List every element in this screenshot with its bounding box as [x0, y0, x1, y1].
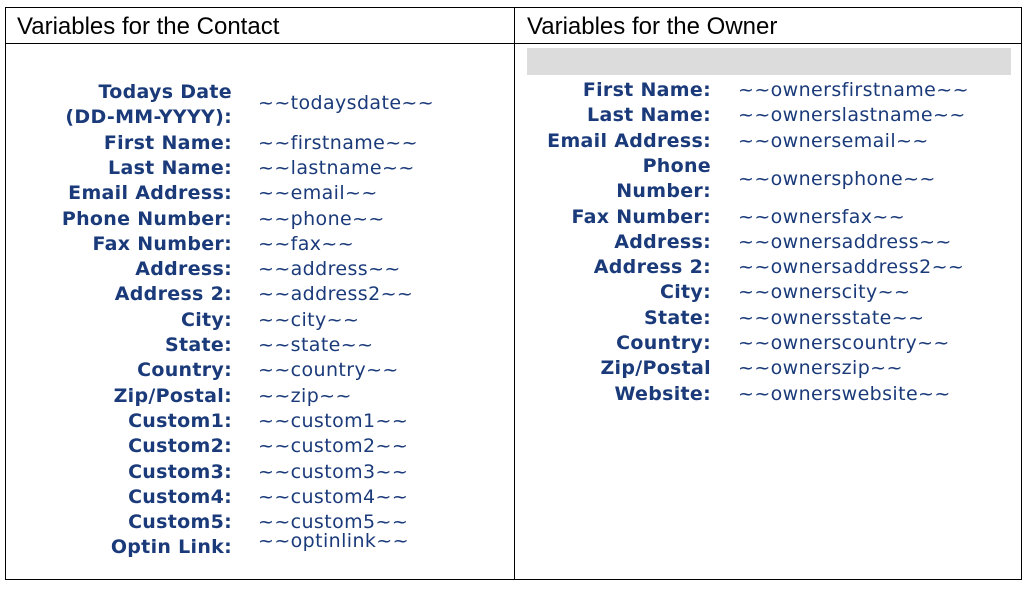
variable-label-line: Address: — [614, 230, 711, 253]
variable-label: Custom1: — [0, 409, 232, 434]
variable-label-line: Custom3: — [128, 460, 232, 483]
header-divider — [5, 43, 1022, 44]
variable-token: ~~ownersaddress~~ — [738, 230, 952, 253]
variable-label-line: Website: — [614, 382, 711, 405]
variable-token: ~~state~~ — [258, 334, 374, 356]
variable-label-line: Fax Number: — [571, 205, 711, 228]
variable-label: State: — [0, 306, 711, 331]
variable-token: ~~custom5~~ — [258, 511, 409, 534]
variable-label-line: Custom5: — [128, 511, 232, 534]
variable-token: ~~ownerscity~~ — [738, 281, 911, 304]
variable-label-line: Address: — [135, 258, 232, 281]
variable-token: ~~todaysdate~~ — [258, 92, 435, 114]
variable-token: ~~country~~ — [258, 359, 399, 382]
variable-label-line: Custom4: — [128, 485, 232, 508]
variable-label-line: First Name: — [103, 131, 232, 154]
variable-token: ~~address~~ — [258, 258, 401, 281]
variable-label-line: Number: — [616, 179, 711, 202]
contact-column-title: Variables for the Contact — [17, 13, 280, 40]
variable-label: Website: — [0, 382, 711, 407]
variable-token: ~~address2~~ — [258, 283, 414, 306]
variable-label: State: — [0, 333, 232, 358]
variable-label: Custom2: — [0, 434, 232, 459]
variable-label: Last Name: — [0, 156, 232, 181]
owner-column-title: Variables for the Owner — [527, 13, 778, 40]
variable-token: ~~ownerswebsite~~ — [738, 382, 951, 405]
variable-token: ~~email~~ — [258, 182, 378, 205]
variable-label: Address: — [0, 257, 232, 282]
variables-table — [5, 7, 1022, 580]
variable-token: ~~custom3~~ — [258, 460, 409, 483]
variable-label-line: City: — [180, 308, 232, 331]
column-divider — [514, 7, 515, 580]
variable-token: ~~city~~ — [258, 308, 360, 331]
variable-token: ~~lastname~~ — [258, 156, 415, 179]
variable-token: ~~phone~~ — [258, 207, 385, 230]
variable-label: Address 2: — [0, 255, 711, 280]
variable-label: Address: — [0, 230, 711, 255]
variable-token: ~~custom4~~ — [258, 485, 409, 508]
variable-label-line: Zip/Postal: — [113, 384, 232, 407]
variable-label-line: Country: — [137, 359, 232, 382]
variable-label-line: Todays Date — [98, 81, 232, 103]
variable-label-line: Email Address: — [68, 182, 232, 205]
variable-label: Todays Date (DD-MM-YYYY): — [0, 80, 232, 130]
variable-token: ~~ownersemail~~ — [738, 129, 929, 152]
variable-label: Zip/Postal — [0, 356, 711, 381]
variable-label-line: Custom2: — [128, 435, 232, 458]
variable-token: ~~optinlink~~ — [258, 530, 409, 553]
variable-token: ~~fax~~ — [258, 232, 355, 255]
variable-label-line: (DD-MM-YYYY): — [65, 106, 232, 128]
variable-label: Custom5: — [0, 510, 232, 535]
variable-label: Phone Number: — [0, 207, 232, 232]
variable-token: ~~ownersphone~~ — [738, 167, 936, 190]
variable-label: Optin Link: — [0, 535, 232, 560]
owner-header-band — [527, 48, 1011, 75]
variable-label-line: First Name: — [582, 79, 711, 101]
variable-token: ~~ownerscountry~~ — [738, 332, 950, 354]
variable-label: Custom3: — [0, 460, 232, 485]
variable-label-line: Phone Number: — [61, 207, 232, 230]
variable-label: First Name: — [0, 131, 232, 156]
variable-token: ~~custom2~~ — [258, 435, 409, 458]
variable-label: Last Name: — [0, 103, 711, 128]
variable-label-line: Optin Link: — [110, 536, 232, 559]
variable-label-line: Last Name: — [587, 104, 711, 127]
variable-label-line: Phone — [642, 154, 711, 177]
variable-label-line: Fax Number: — [92, 232, 232, 255]
variable-label-line: Address 2: — [114, 283, 232, 306]
variable-token: ~~ownersstate~~ — [738, 306, 925, 329]
variable-label-line: Last Name: — [108, 156, 232, 179]
variable-label: Zip/Postal: — [0, 384, 232, 409]
variable-label-line: Country: — [616, 332, 711, 354]
variable-label: Fax Number: — [0, 205, 711, 230]
variable-label: Fax Number: — [0, 232, 232, 257]
variable-label-line: Custom1: — [128, 409, 232, 432]
variable-label: Custom4: — [0, 485, 232, 510]
variable-token: ~~ownerszip~~ — [738, 357, 903, 380]
variable-label: Address 2: — [0, 282, 232, 307]
variable-label: Email Address: — [0, 181, 232, 206]
variable-label: Country: — [0, 358, 232, 383]
variable-label: City: — [0, 280, 711, 305]
variable-token: ~~firstname~~ — [258, 131, 418, 154]
variable-label: City: — [0, 308, 232, 333]
variable-label-line: State: — [165, 334, 232, 356]
variable-label-line: City: — [659, 281, 711, 304]
variable-label-line: Address 2: — [593, 256, 711, 279]
variable-token: ~~zip~~ — [258, 384, 352, 407]
variable-token: ~~ownersfax~~ — [738, 205, 906, 228]
variable-label-line: Email Address: — [547, 129, 711, 152]
variable-token: ~~ownerslastname~~ — [738, 104, 966, 127]
variable-label: Country: — [0, 331, 711, 356]
variable-label-line: Zip/Postal — [600, 357, 711, 380]
variable-label: First Name: — [0, 78, 711, 103]
variable-token: ~~ownersfirstname~~ — [738, 79, 969, 101]
variable-label-line: State: — [644, 306, 711, 329]
variable-token: ~~custom1~~ — [258, 409, 409, 432]
variable-label: Email Address: — [0, 129, 711, 154]
variable-token: ~~ownersaddress2~~ — [738, 256, 965, 279]
